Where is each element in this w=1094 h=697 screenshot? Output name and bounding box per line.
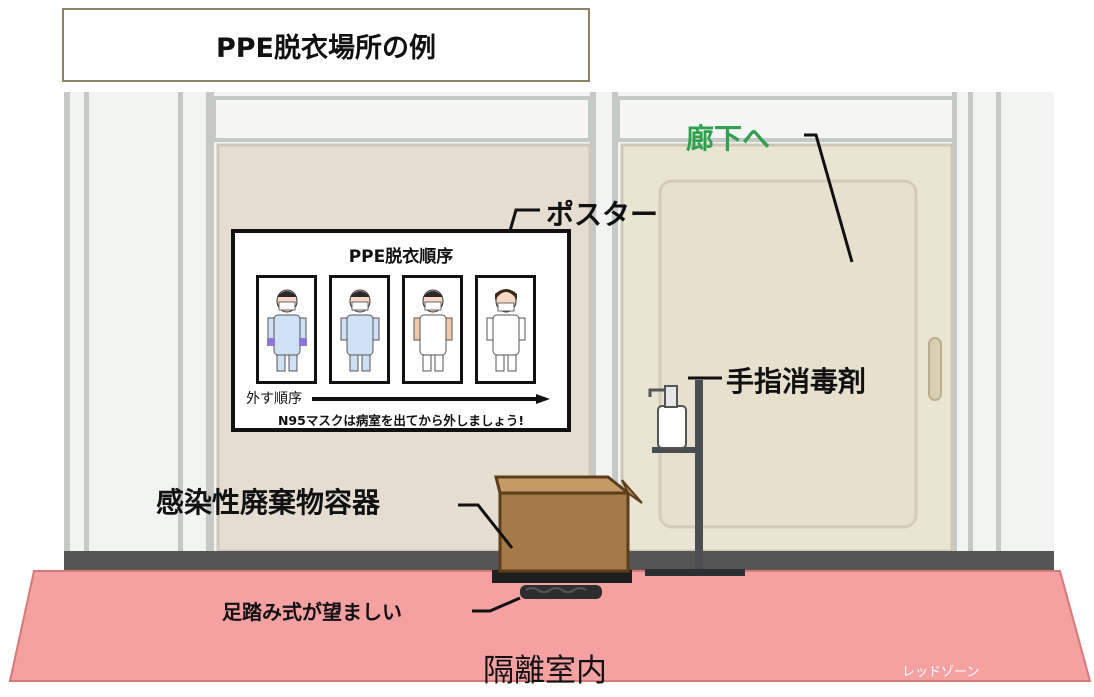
zone-label: レッドゾーン — [902, 665, 980, 680]
waste-container-label: 感染性廃棄物容器 — [156, 486, 381, 519]
left-transom — [212, 96, 592, 142]
poster-figure-3 — [402, 275, 463, 384]
right-transom — [616, 96, 956, 142]
room-label: 隔離室内 — [483, 653, 607, 689]
sanitizer-label: 手指消毒剤 — [726, 365, 867, 398]
door-inner-panel — [658, 179, 918, 529]
poster-note: N95マスクは病室を出てから外しましょう! — [277, 413, 525, 428]
sanitizer-stand — [645, 380, 745, 576]
waste-box — [492, 475, 643, 599]
poster-figure-1 — [256, 275, 317, 384]
poster-title: PPE脱衣順序 — [348, 247, 454, 267]
page-title: PPE脱衣場所の例 — [62, 8, 590, 82]
poster-label: ポスター — [546, 198, 659, 231]
pedal-label: 足踏み式が望ましい — [222, 600, 402, 624]
door-handle — [928, 337, 942, 401]
corridor-label: 廊下へ — [686, 122, 771, 155]
wall-pillars — [64, 92, 1001, 552]
poster-order-label: 外す順序 — [246, 391, 302, 407]
poster-figure-2 — [329, 275, 390, 384]
ppe-order-poster: PPE脱衣順序 — [231, 229, 571, 432]
poster-figure-4 — [475, 275, 536, 384]
arrow-right-icon — [312, 394, 550, 404]
